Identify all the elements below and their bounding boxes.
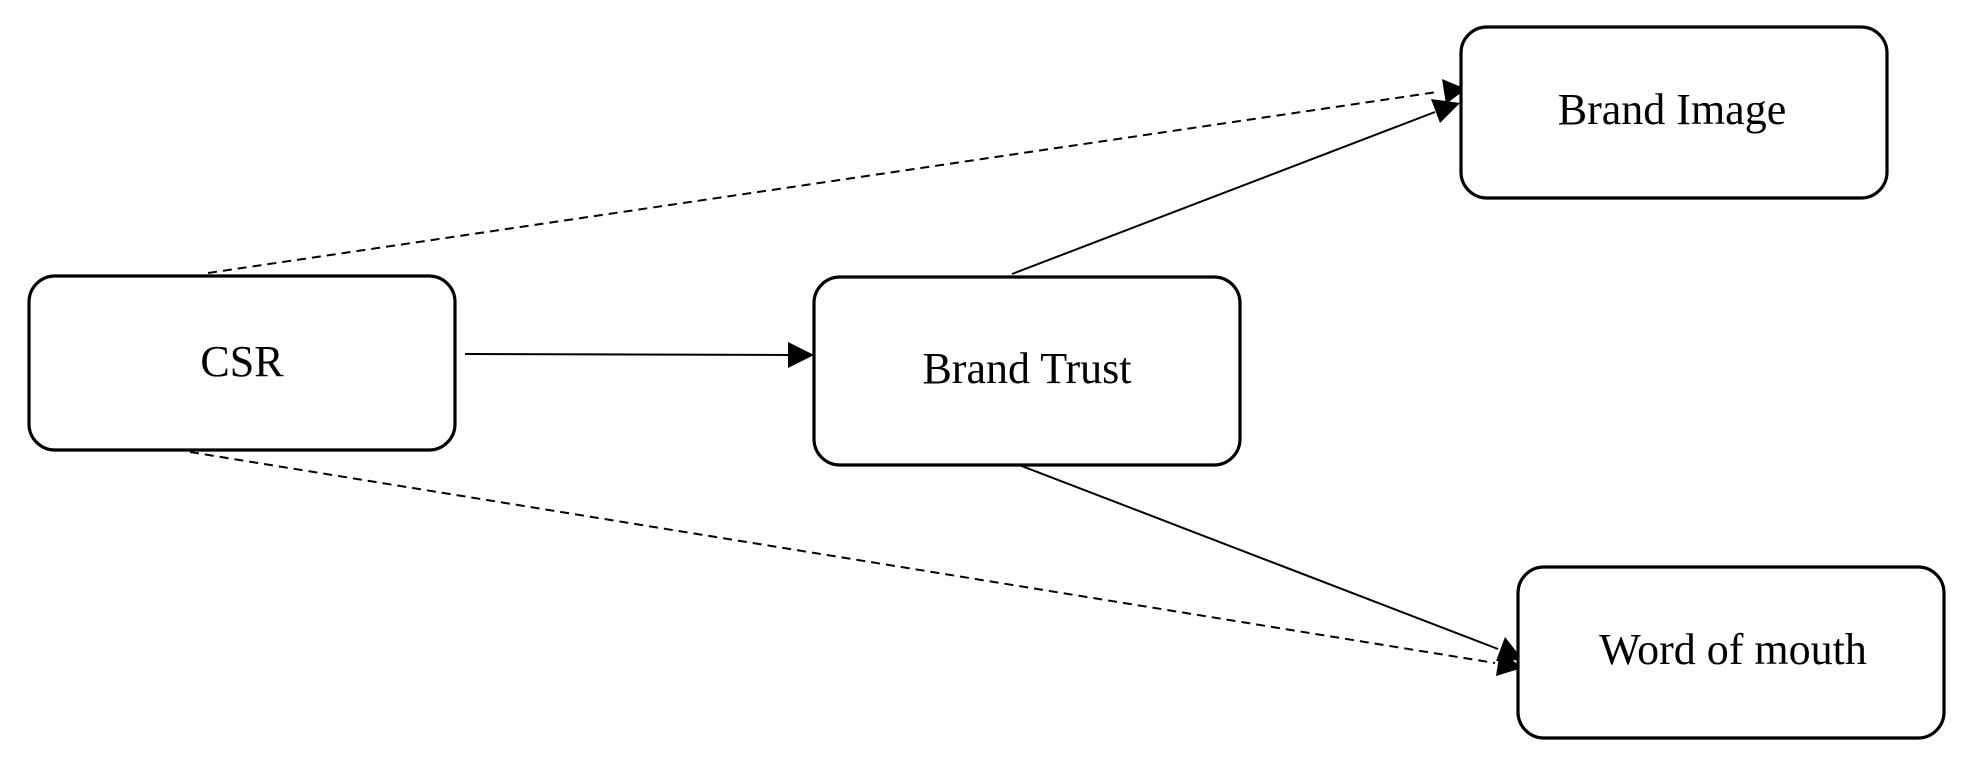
node-brand-image-label: Brand Image [1558, 85, 1786, 134]
arrowhead-csr-to-brand-image [1442, 79, 1466, 104]
edge-brand-trust-to-word-of-mouth [1013, 462, 1499, 650]
edge-csr-to-word-of-mouth [189, 451, 1496, 664]
node-word-of-mouth-label: Word of mouth [1599, 625, 1867, 674]
node-word-of-mouth: Word of mouth [1516, 565, 1946, 740]
node-csr-label: CSR [200, 337, 284, 386]
edges [189, 79, 1523, 676]
node-brand-trust-box [812, 275, 1242, 467]
node-csr-box [27, 274, 457, 452]
edge-csr-to-brand-trust [464, 353, 791, 356]
node-brand-trust: Brand Trust [812, 275, 1242, 467]
node-word-of-mouth-box [1516, 565, 1946, 740]
node-brand-image-box [1459, 25, 1889, 200]
node-brand-trust-label: Brand Trust [922, 344, 1131, 393]
node-brand-image: Brand Image [1459, 25, 1889, 200]
arrowhead-brand-trust-to-brand-image [1431, 99, 1460, 123]
edge-csr-to-brand-image [207, 91, 1438, 274]
edge-brand-trust-to-brand-image [1011, 111, 1436, 275]
node-csr: CSR [27, 274, 457, 452]
arrowhead-csr-to-word-of-mouth [1496, 650, 1522, 676]
arrowhead-csr-to-brand-trust [788, 342, 814, 368]
